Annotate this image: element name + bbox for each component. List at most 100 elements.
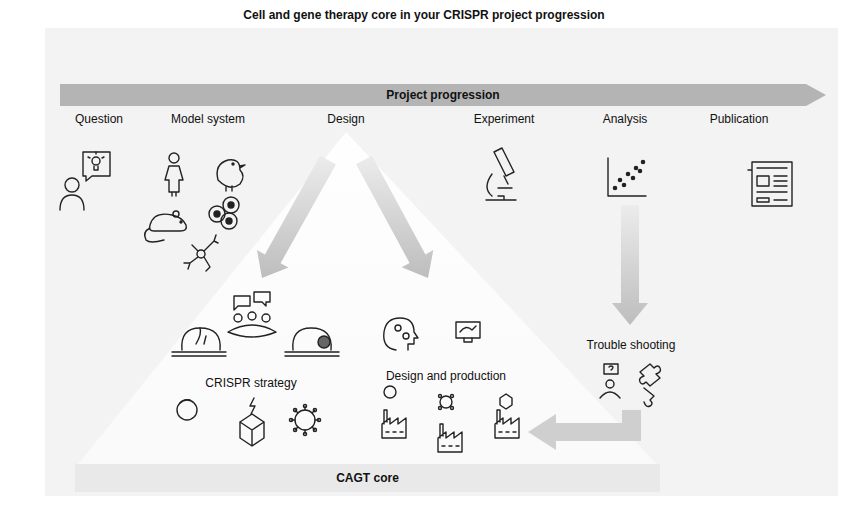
progression-arrow-band: Project progression [60, 84, 826, 106]
bulb-icon [92, 157, 100, 165]
factory-icon [438, 424, 462, 452]
virus-icon [315, 419, 319, 420]
factory-icon [499, 431, 516, 432]
chart-axes [608, 158, 646, 196]
cell-icon [228, 202, 234, 208]
factory-icon [382, 410, 406, 438]
stage-label: Model system [171, 112, 245, 126]
stage-label: Analysis [603, 112, 648, 126]
cell-icon [223, 197, 239, 213]
section-label: CRISPR strategy [205, 376, 296, 390]
scatter-dot [631, 176, 634, 179]
flow-arrow [528, 414, 556, 450]
background-panel [45, 28, 838, 496]
scatter-dot [613, 186, 616, 189]
virus-icon [304, 430, 305, 434]
flow-arrow [356, 156, 433, 278]
plasmid-icon [180, 400, 190, 403]
person-icon [248, 312, 256, 320]
dna-strand [285, 352, 339, 356]
chick-icon [232, 163, 234, 165]
cell-icon [209, 206, 225, 222]
virus-icon [439, 395, 442, 398]
stage-label: Publication [710, 112, 769, 126]
dna-strand [172, 352, 226, 356]
newspaper-icon [748, 162, 792, 206]
person-icon [60, 195, 84, 210]
virus-icon [291, 419, 295, 420]
neuron-icon [184, 235, 218, 271]
microscope-icon [486, 148, 516, 200]
flow-arrow [257, 156, 336, 278]
bulb-icon [88, 152, 104, 170]
scatter-dot [618, 178, 621, 181]
plasmid-icon [384, 386, 396, 398]
stage-label: Experiment [474, 112, 535, 126]
cas9-icon [182, 328, 220, 350]
scatter-dot [641, 160, 644, 163]
person-icon [262, 314, 270, 322]
head-icon [384, 318, 418, 350]
virus-icon [451, 407, 454, 410]
puzzle-icon [640, 364, 661, 386]
virus-icon [295, 410, 298, 413]
factory-icon [495, 410, 519, 438]
node-label: CAGT core [336, 471, 399, 485]
speech-bubble [604, 364, 618, 374]
person-icon [228, 325, 276, 337]
mouse-icon [145, 214, 187, 242]
cell-icon [214, 211, 220, 217]
monitor-icon [460, 326, 476, 342]
scatter-dot [634, 166, 637, 169]
person-icon [234, 314, 242, 322]
discussion-icon [234, 292, 270, 310]
virus-icon [295, 427, 298, 430]
gear-icon [395, 325, 401, 331]
gear-icon [403, 333, 409, 339]
virus-icon [295, 410, 315, 430]
person-icon [606, 380, 614, 388]
scatter-dot [626, 172, 629, 175]
guide-rna [196, 328, 206, 344]
virus-icon [451, 395, 454, 398]
stage-label: Design [327, 112, 364, 126]
lightning-icon [250, 398, 255, 414]
mouse-icon [173, 211, 179, 217]
core-bar: CAGT core [75, 464, 660, 492]
stage-label: Question [75, 112, 123, 126]
virus-icon [312, 410, 315, 413]
monitor-icon [456, 322, 480, 338]
human-icon [169, 153, 179, 163]
human-icon [165, 166, 183, 196]
mouse-icon [180, 221, 182, 223]
virus-icon [440, 396, 452, 408]
section-label: Design and production [386, 369, 506, 383]
puzzle-icon [644, 388, 654, 407]
section-label: Trouble shooting [587, 338, 676, 352]
flow-arrow [612, 205, 648, 325]
scatter-dot [622, 183, 625, 186]
chick-icon [217, 160, 245, 191]
plasmid-icon [177, 400, 197, 420]
node-label: Project progression [386, 88, 499, 102]
virus-icon [439, 407, 442, 410]
aav-icon [240, 414, 264, 446]
virus-icon [304, 406, 305, 410]
person-icon [65, 178, 79, 192]
virus-icon [312, 427, 315, 430]
question-mark [609, 366, 613, 370]
factory-icon [386, 431, 403, 432]
person-icon [600, 392, 620, 398]
factory-icon [442, 445, 459, 446]
aav-icon [500, 394, 512, 409]
effector-domain [318, 336, 330, 348]
cas9-icon [293, 328, 331, 350]
speech-bubble [83, 152, 110, 181]
cell-icon [221, 213, 237, 229]
cell-icon [226, 218, 232, 224]
title: Cell and gene therapy core in your CRISP… [243, 8, 604, 22]
flow-arrow [552, 410, 641, 441]
scatter-dot [638, 169, 641, 172]
